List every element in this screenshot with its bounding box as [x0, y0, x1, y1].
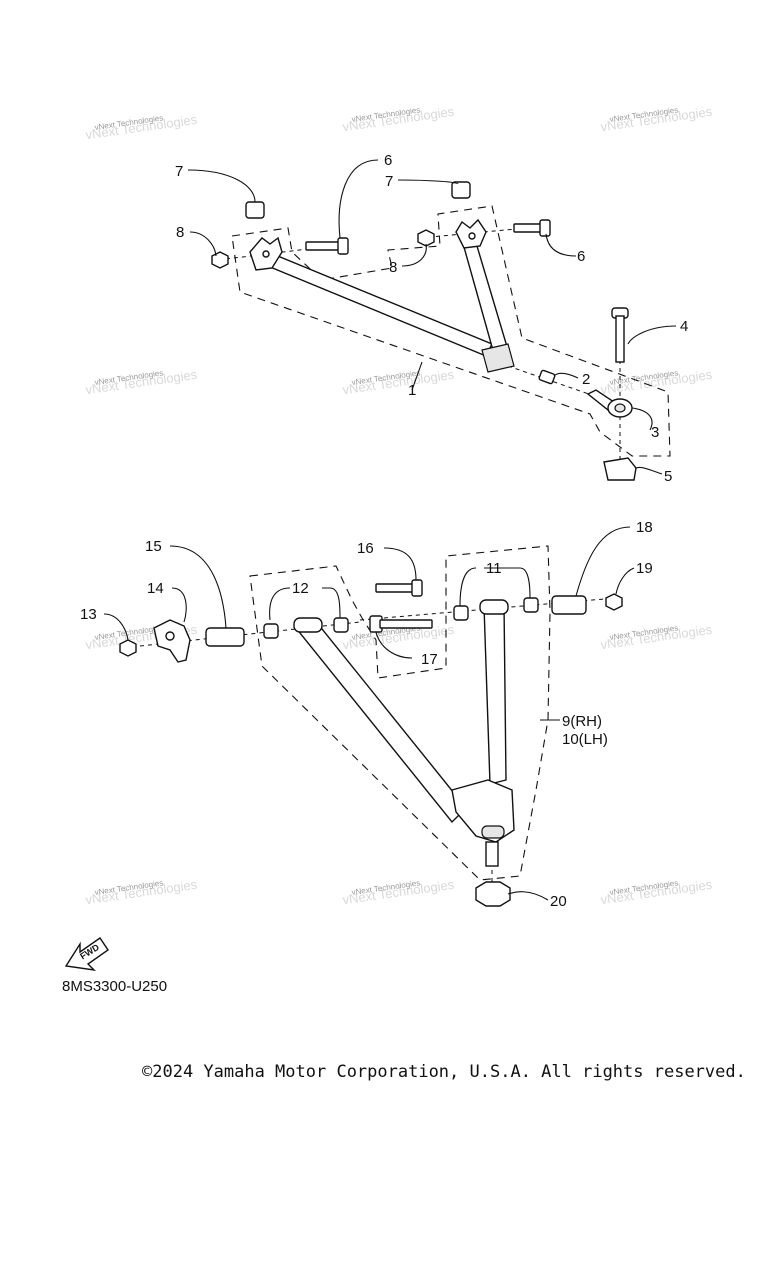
upper-arm: [249, 218, 515, 373]
bolt-part-6b: [513, 219, 551, 237]
watermark: vNext Technologies vNext Technologies: [600, 104, 714, 135]
diagram-code: 8MS3300-U250: [62, 978, 168, 995]
callout-12: 12: [292, 580, 309, 597]
callout-18: 18: [636, 519, 653, 536]
watermark: vNext Technologies vNext Technologies: [85, 877, 199, 908]
upper-arm-assembly: 7 6 8 7 8 6 4 2 1 3 5: [175, 152, 688, 485]
nut-part-5: [603, 457, 637, 481]
callout-10-lh: 10(LH): [562, 731, 608, 748]
collar-part-7a: [245, 201, 265, 219]
lower-arm-group-outline: [249, 545, 551, 881]
watermark: vNext Technologies vNext Technologies: [600, 877, 714, 908]
bolt-part-4: [611, 307, 629, 363]
upper-arm-group-outline: [231, 205, 671, 457]
lower-arm: [293, 599, 515, 867]
collar-part-11b: [523, 597, 539, 613]
nut-part-8a: [211, 251, 229, 269]
fitting-part-2: [538, 369, 556, 385]
callout-17: 17: [421, 651, 438, 668]
callout-2: 2: [582, 371, 590, 388]
watermarks: vNext Technologies vNext Technologies vN…: [85, 104, 714, 908]
callout-19: 19: [636, 560, 653, 577]
callout-8: 8: [389, 259, 397, 276]
nut-part-20: [475, 881, 511, 907]
callout-14: 14: [147, 580, 164, 597]
watermark: vNext Technologies vNext Technologies: [342, 104, 456, 135]
watermark: vNext Technologies vNext Technologies: [342, 367, 456, 398]
callout-8: 8: [176, 224, 184, 241]
callout-3: 3: [651, 424, 659, 441]
nut-part-13: [119, 639, 137, 657]
ball-joint-part-3: [586, 389, 633, 418]
collar-part-11a: [453, 605, 469, 621]
callout-16: 16: [357, 540, 374, 557]
callout-4: 4: [680, 318, 688, 335]
collar-part-7b: [451, 181, 471, 199]
callout-7: 7: [385, 173, 393, 190]
bracket-part-14: [153, 619, 191, 663]
callout-20: 20: [550, 893, 567, 910]
fwd-arrow-icon: FWD: [64, 937, 109, 971]
callout-7: 7: [175, 163, 183, 180]
bushing-part-18: [551, 595, 587, 615]
nut-part-8b: [417, 229, 435, 247]
callout-13: 13: [80, 606, 97, 623]
bolt-part-17: [369, 615, 433, 633]
watermark: vNext Technologies vNext Technologies: [600, 367, 714, 398]
watermark: vNext Technologies vNext Technologies: [600, 622, 714, 653]
callout-6: 6: [577, 248, 585, 265]
watermark: vNext Technologies vNext Technologies: [85, 112, 199, 143]
callout-15: 15: [145, 538, 162, 555]
callout-9-rh: 9(RH): [562, 713, 602, 730]
collar-part-12a: [263, 623, 279, 639]
bushing-part-15: [205, 627, 245, 647]
collar-part-12b: [333, 617, 349, 633]
callout-6: 6: [384, 152, 392, 169]
callout-1: 1: [408, 382, 416, 399]
lower-arm-assembly: 15 14 13 12 16 17 11 18 19 9(RH) 10(LH) …: [80, 519, 653, 910]
watermark: vNext Technologies vNext Technologies: [342, 877, 456, 908]
bolt-part-16: [375, 579, 423, 597]
watermark: vNext Technologies vNext Technologies: [85, 367, 199, 398]
copyright-notice: ©2024 Yamaha Motor Corporation, U.S.A. A…: [142, 1062, 746, 1082]
nut-part-19: [605, 593, 623, 611]
callout-5: 5: [664, 468, 672, 485]
bolt-part-6a: [305, 237, 349, 255]
callout-11: 11: [486, 560, 502, 577]
